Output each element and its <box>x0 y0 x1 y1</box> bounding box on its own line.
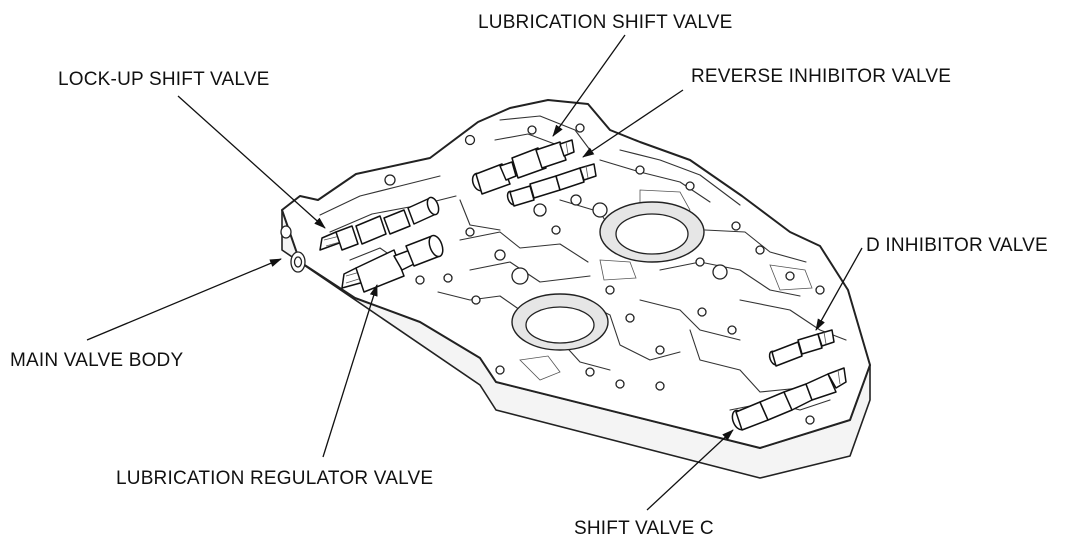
valve-body-top-plate <box>281 99 871 449</box>
lubrication-regulator-valve-part <box>341 234 444 293</box>
leader-lubrication-shift-valve <box>552 34 626 137</box>
d-inhibitor-valve-part <box>768 329 835 367</box>
label-d-inhibitor-valve: D INHIBITOR VALVE <box>866 235 1048 256</box>
label-main-valve-body: MAIN VALVE BODY <box>10 350 183 371</box>
lubrication-shift-valve-part <box>471 139 575 195</box>
bolt-holes <box>384 123 825 425</box>
label-lubrication-regulator-valve: LUBRICATION REGULATOR VALVE <box>116 468 433 489</box>
leader-lock-up-shift-valve <box>177 95 326 229</box>
reverse-inhibitor-valve-part <box>506 163 597 207</box>
leader-reverse-inhibitor-valve <box>582 89 684 158</box>
label-shift-valve-c: SHIFT VALVE C <box>574 518 714 539</box>
leader-lubrication-regulator-valve <box>322 284 378 458</box>
label-reverse-inhibitor-valve: REVERSE INHIBITOR VALVE <box>691 66 951 87</box>
label-lock-up-shift-valve: LOCK-UP SHIFT VALVE <box>58 69 269 90</box>
lock-up-shift-valve-part <box>319 196 440 251</box>
main-valve-body <box>280 99 871 479</box>
leader-lines <box>86 34 863 511</box>
leader-shift-valve-c <box>646 429 734 511</box>
leader-d-inhibitor-valve <box>815 247 863 331</box>
shift-valve-c-part <box>731 367 847 431</box>
leader-main-valve-body <box>86 258 282 341</box>
label-lubrication-shift-valve: LUBRICATION SHIFT VALVE <box>478 12 732 33</box>
